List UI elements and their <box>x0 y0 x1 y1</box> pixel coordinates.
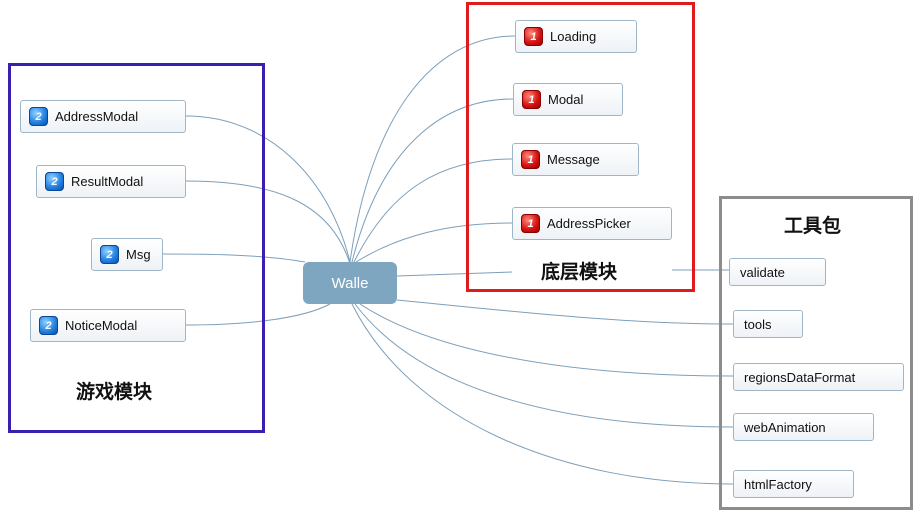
node-resultmodal[interactable]: 2 ResultModal <box>36 165 186 198</box>
game-module-group <box>8 63 265 433</box>
node-label: Modal <box>548 92 584 107</box>
base-module-title: 底层模块 <box>541 261 618 283</box>
link-message <box>353 158 513 263</box>
node-label: AddressModal <box>55 109 139 124</box>
node-addresspicker[interactable]: 1 AddressPicker <box>512 207 672 240</box>
node-addressmodal[interactable]: 2 AddressModal <box>20 100 186 133</box>
link-noticemodal <box>185 303 331 326</box>
link-tools <box>396 299 734 325</box>
node-webanimation[interactable]: webAnimation <box>733 413 874 441</box>
node-label: regionsDataFormat <box>744 369 856 385</box>
node-validate[interactable]: validate <box>729 258 826 286</box>
node-label: ResultModal <box>71 174 144 189</box>
node-label: validate <box>740 264 785 280</box>
node-label: Loading <box>550 29 597 44</box>
link-msg <box>162 253 306 263</box>
link-addresspicker <box>355 222 513 263</box>
node-label: Msg <box>126 247 151 262</box>
link-base-title <box>396 271 513 277</box>
node-label: NoticeModal <box>65 318 138 333</box>
priority-2-icon: 2 <box>100 245 119 264</box>
link-resultmodal <box>185 180 351 265</box>
link-htmlfactory <box>351 303 734 485</box>
root-node[interactable]: Walle <box>303 262 397 304</box>
node-label: webAnimation <box>744 419 826 435</box>
game-module-title: 游戏模块 <box>76 381 153 403</box>
priority-2-icon: 2 <box>29 107 48 126</box>
base-module-group <box>466 2 695 292</box>
link-addressmodal <box>185 115 351 263</box>
node-htmlfactory[interactable]: htmlFactory <box>733 470 854 498</box>
priority-1-icon: 1 <box>524 27 543 46</box>
node-modal[interactable]: 1 Modal <box>513 83 623 116</box>
node-message[interactable]: 1 Message <box>512 143 639 176</box>
node-tools[interactable]: tools <box>733 310 803 338</box>
node-noticemodal[interactable]: 2 NoticeModal <box>30 309 186 342</box>
toolkit-title: 工具包 <box>784 215 842 237</box>
link-regions <box>359 303 734 377</box>
node-msg[interactable]: 2 Msg <box>91 238 163 271</box>
toolkit-group <box>719 196 913 510</box>
priority-1-icon: 1 <box>521 150 540 169</box>
priority-2-icon: 2 <box>45 172 64 191</box>
link-loading <box>349 35 516 263</box>
priority-2-icon: 2 <box>39 316 58 335</box>
node-loading[interactable]: 1 Loading <box>515 20 637 53</box>
priority-1-icon: 1 <box>522 90 541 109</box>
node-label: AddressPicker <box>547 216 631 231</box>
node-label: htmlFactory <box>744 476 812 492</box>
node-regionsdataformat[interactable]: regionsDataFormat <box>733 363 904 391</box>
link-webanimation <box>354 303 734 428</box>
priority-1-icon: 1 <box>521 214 540 233</box>
link-modal <box>351 98 514 263</box>
node-label: tools <box>744 316 772 332</box>
node-label: Message <box>547 152 600 167</box>
